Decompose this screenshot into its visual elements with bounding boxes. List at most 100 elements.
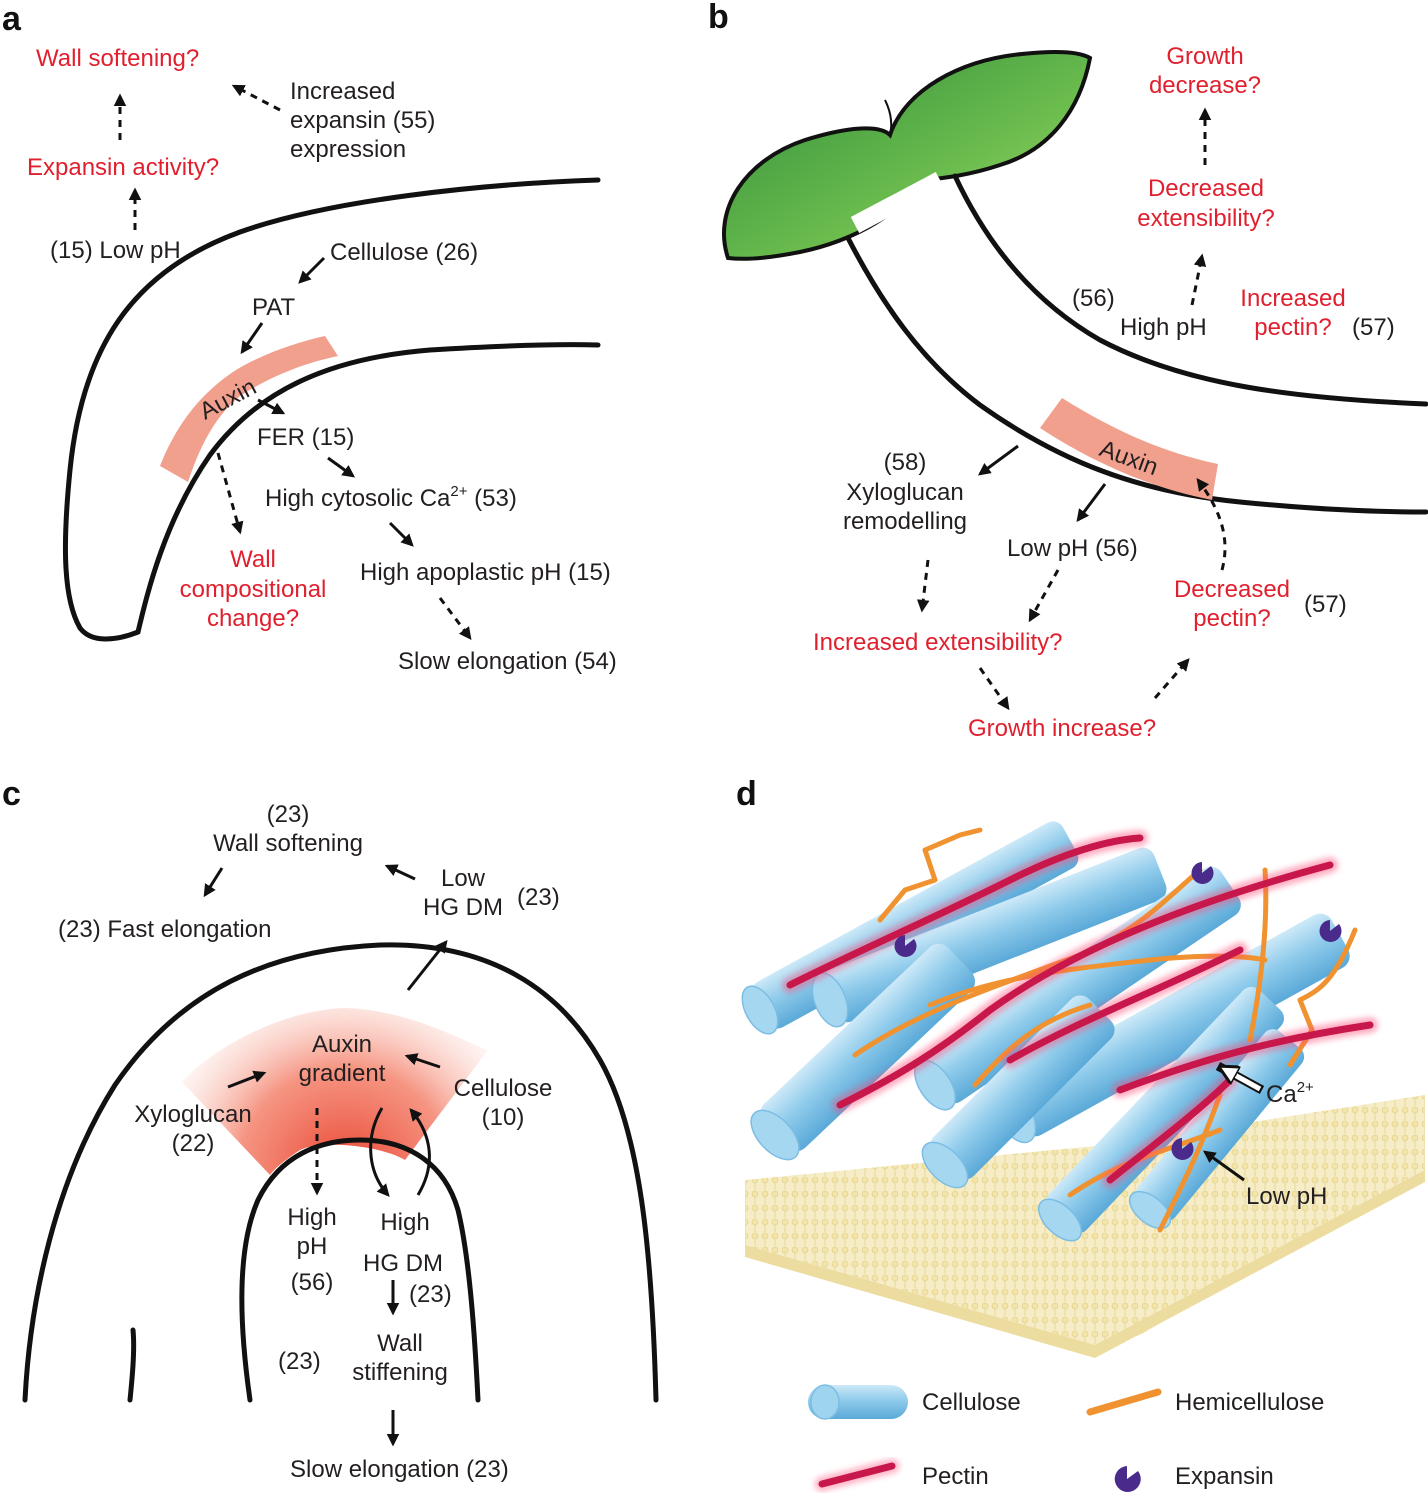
low-ph-label-b: Low pH (56) — [1007, 535, 1138, 562]
ca-superscript-d: 2+ — [1297, 1079, 1314, 1096]
expansin-icon — [894, 935, 917, 957]
cotyledon-notch — [884, 99, 893, 136]
cellulose-label: Cellulose (26) — [330, 239, 478, 266]
expansin-icon — [1319, 920, 1342, 942]
arrow-solid-icon — [227, 1070, 267, 1089]
pectin-strand-icon — [1106, 1076, 1234, 1184]
fast-elongation-label: (23) Fast elongation — [58, 916, 271, 943]
low-ph-label-d: Low pH — [1246, 1183, 1327, 1210]
cellulose-line1-c: Cellulose — [454, 1075, 553, 1102]
arrow-solid-icon — [203, 867, 224, 898]
wall-softening-label: Wall softening? — [36, 45, 199, 72]
expansin-activity-label: Expansin activity? — [27, 154, 219, 181]
low-ph-arrow-icon — [1202, 1150, 1245, 1182]
pectin-strand-icon — [818, 1462, 896, 1488]
ca-ref: (53) — [468, 485, 517, 512]
cellulose-cylinder-end — [1038, 1198, 1082, 1242]
inner-wall-fragment — [127, 1327, 137, 1403]
cellulose-cylinder-end — [810, 1384, 840, 1420]
arrow-solid-icon — [406, 940, 448, 991]
increased-expansin-line2: expansin (55) — [290, 107, 435, 134]
pectin-strands — [782, 830, 1378, 1188]
increased-expansin-line1: Increased — [290, 78, 395, 105]
cellulose-cylinder-icon — [1128, 1029, 1305, 1230]
high-hgdm-line2: HG DM — [363, 1250, 443, 1277]
ref-58: (58) — [884, 449, 927, 476]
growth-increase-label: Growth increase? — [968, 715, 1156, 742]
panel-c: c (23) Wall softening (23) Fast elongati… — [2, 775, 659, 1483]
ca-superscript: 2+ — [450, 483, 467, 500]
auxin-band — [160, 336, 338, 482]
high-cytosolic-ca-label: High cytosolic Ca2+ (53) — [265, 483, 517, 512]
decreased-extensibility-line2: extensibility? — [1137, 205, 1274, 232]
arrow-dashed-icon — [231, 84, 281, 112]
high-hgdm-line1: High — [380, 1209, 429, 1236]
wall-softening-c: Wall softening — [213, 830, 363, 857]
decreased-pectin-line1: Decreased — [1174, 576, 1290, 603]
high-ph-line2-c: pH — [297, 1233, 328, 1260]
arrow-dashed-icon — [1190, 253, 1207, 306]
hemicellulose-strand-icon — [877, 827, 983, 923]
panel-d-letter: d — [736, 775, 757, 813]
increased-pectin-line1: Increased — [1240, 285, 1345, 312]
ref-56: (56) — [1072, 285, 1115, 312]
arrow-solid-icon — [240, 322, 264, 355]
pectin-strand-icon — [836, 861, 1334, 1109]
legend-pectin-label: Pectin — [922, 1463, 989, 1490]
shoot-dome-outer — [22, 942, 659, 1403]
hypocotyl-outer-outline — [62, 177, 601, 642]
arrow-solid-icon — [327, 456, 356, 478]
panel-d: d — [736, 775, 1425, 1492]
ca-label-d: Ca2+ — [1266, 1079, 1314, 1108]
low-hgdm-line1: Low — [441, 865, 486, 892]
arrow-solid-icon — [404, 1053, 441, 1069]
arrow-solid-icon — [409, 1108, 431, 1196]
hemicellulose-strand-icon — [972, 1002, 1093, 1088]
hypocotyl-outer-outline-b — [845, 235, 1428, 515]
high-ph-label-b: High pH — [1120, 314, 1207, 341]
pectin-strand-icon — [1006, 946, 1244, 1064]
arrow-solid-icon — [369, 1107, 390, 1197]
expansin-icon — [1191, 862, 1214, 884]
low-hgdm-line2: HG DM — [423, 894, 503, 921]
ref-23-top: (23) — [267, 801, 310, 828]
high-ph-line3-c: (56) — [291, 1269, 334, 1296]
legend: Cellulose Hemicellulose Pectin Expansin — [808, 1384, 1324, 1492]
cellulose-cylinder-end — [750, 1109, 800, 1161]
cellulose-cylinder-icon — [921, 995, 1115, 1189]
hypocotyl-inner-outline-b — [952, 173, 1428, 407]
panel-b-letter: b — [708, 0, 729, 36]
expansin-icon — [1171, 1138, 1194, 1160]
pat-label: PAT — [252, 294, 295, 321]
slow-elongation-label: Slow elongation (54) — [398, 648, 617, 675]
auxin-band-b — [1040, 398, 1218, 500]
hemicellulose-strand-icon — [1157, 1092, 1223, 1233]
cellulose-cylinder-end — [741, 985, 779, 1035]
cellulose-cylinder-end — [1128, 1190, 1172, 1230]
cellulose-cylinder-body — [1135, 1029, 1305, 1221]
panel-a-letter: a — [2, 0, 22, 38]
ref-57-top: (57) — [1352, 314, 1395, 341]
ca-text-d: Ca — [1266, 1081, 1297, 1108]
arrow-dashed-icon — [916, 559, 930, 613]
decreased-pectin-line2: pectin? — [1193, 605, 1270, 632]
legend-cellulose-label: Cellulose — [922, 1389, 1021, 1416]
legend-hemicellulose-label: Hemicellulose — [1175, 1389, 1324, 1416]
ref-23-side: (23) — [278, 1348, 321, 1375]
cellulose-cylinder-body — [930, 995, 1115, 1180]
hypocotyl-top-fill — [850, 172, 945, 233]
increased-pectin-line2: pectin? — [1254, 314, 1331, 341]
expansins — [894, 862, 1342, 1160]
arrow-solid-icon — [977, 444, 1019, 476]
legend-expansin-label: Expansin — [1175, 1463, 1274, 1490]
panel-c-letter: c — [2, 775, 21, 813]
decreased-extensibility-line1: Decreased — [1148, 175, 1264, 202]
slow-elongation-c: Slow elongation (23) — [290, 1456, 509, 1483]
arrow-solid-icon — [1076, 483, 1107, 523]
ca-arrow-icon — [1222, 1068, 1262, 1092]
panel-a: a Auxin Wall softening? Expansin activit… — [2, 0, 617, 675]
low-ph-label: (15) Low pH — [50, 237, 181, 264]
cellulose-line2-c: (10) — [482, 1104, 525, 1131]
arrow-dashed-icon — [1153, 658, 1190, 699]
wall-compositional-line1: Wall — [230, 546, 276, 573]
